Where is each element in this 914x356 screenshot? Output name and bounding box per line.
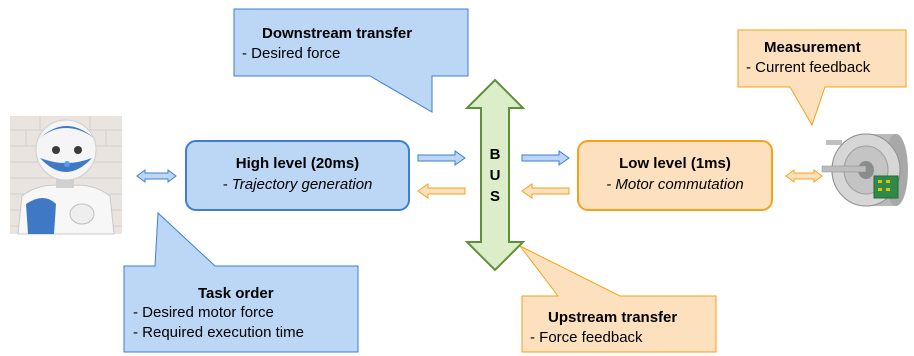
- downstream-callout-shape: [233, 8, 469, 113]
- upstream-line: - Force feedback: [530, 329, 643, 346]
- upstream-arrow-right: [521, 183, 570, 199]
- low-level-title: Low level (1ms): [619, 155, 731, 172]
- high-level-title: High level (20ms): [235, 155, 360, 172]
- task-order-line-2: - Required execution time: [133, 324, 304, 341]
- bus-letter-u: U: [489, 167, 501, 184]
- high-level-subtitle: - Trajectory generation: [222, 176, 373, 193]
- downstream-arrow-left: [417, 150, 466, 166]
- bus-double-arrow: [464, 78, 526, 272]
- task-order-title: Task order: [198, 285, 274, 302]
- low-level-subtitle: - Motor commutation: [606, 176, 744, 193]
- downstream-arrow-right: [521, 150, 570, 166]
- task-order-line-1: - Desired motor force: [133, 304, 274, 321]
- bus-letter-b: B: [489, 146, 501, 163]
- electric-motor-image: [821, 133, 908, 207]
- motor-link-arrow: [785, 169, 823, 183]
- upstream-arrow-left: [417, 183, 466, 199]
- robot-link-arrow: [136, 169, 177, 183]
- downstream-title: Downstream transfer: [262, 25, 413, 42]
- upstream-title: Upstream transfer: [548, 309, 678, 326]
- humanoid-robot-image: [10, 116, 122, 235]
- downstream-line: - Desired force: [242, 45, 341, 62]
- measurement-title: Measurement: [764, 39, 861, 56]
- measurement-callout-shape: [737, 29, 907, 127]
- measurement-line: - Current feedback: [746, 59, 871, 76]
- task-order-callout-shape: [123, 211, 359, 353]
- bus-letter-s: S: [489, 188, 500, 205]
- high-level-box: [185, 140, 410, 211]
- low-level-box: [577, 140, 773, 211]
- upstream-callout-shape: [519, 245, 717, 353]
